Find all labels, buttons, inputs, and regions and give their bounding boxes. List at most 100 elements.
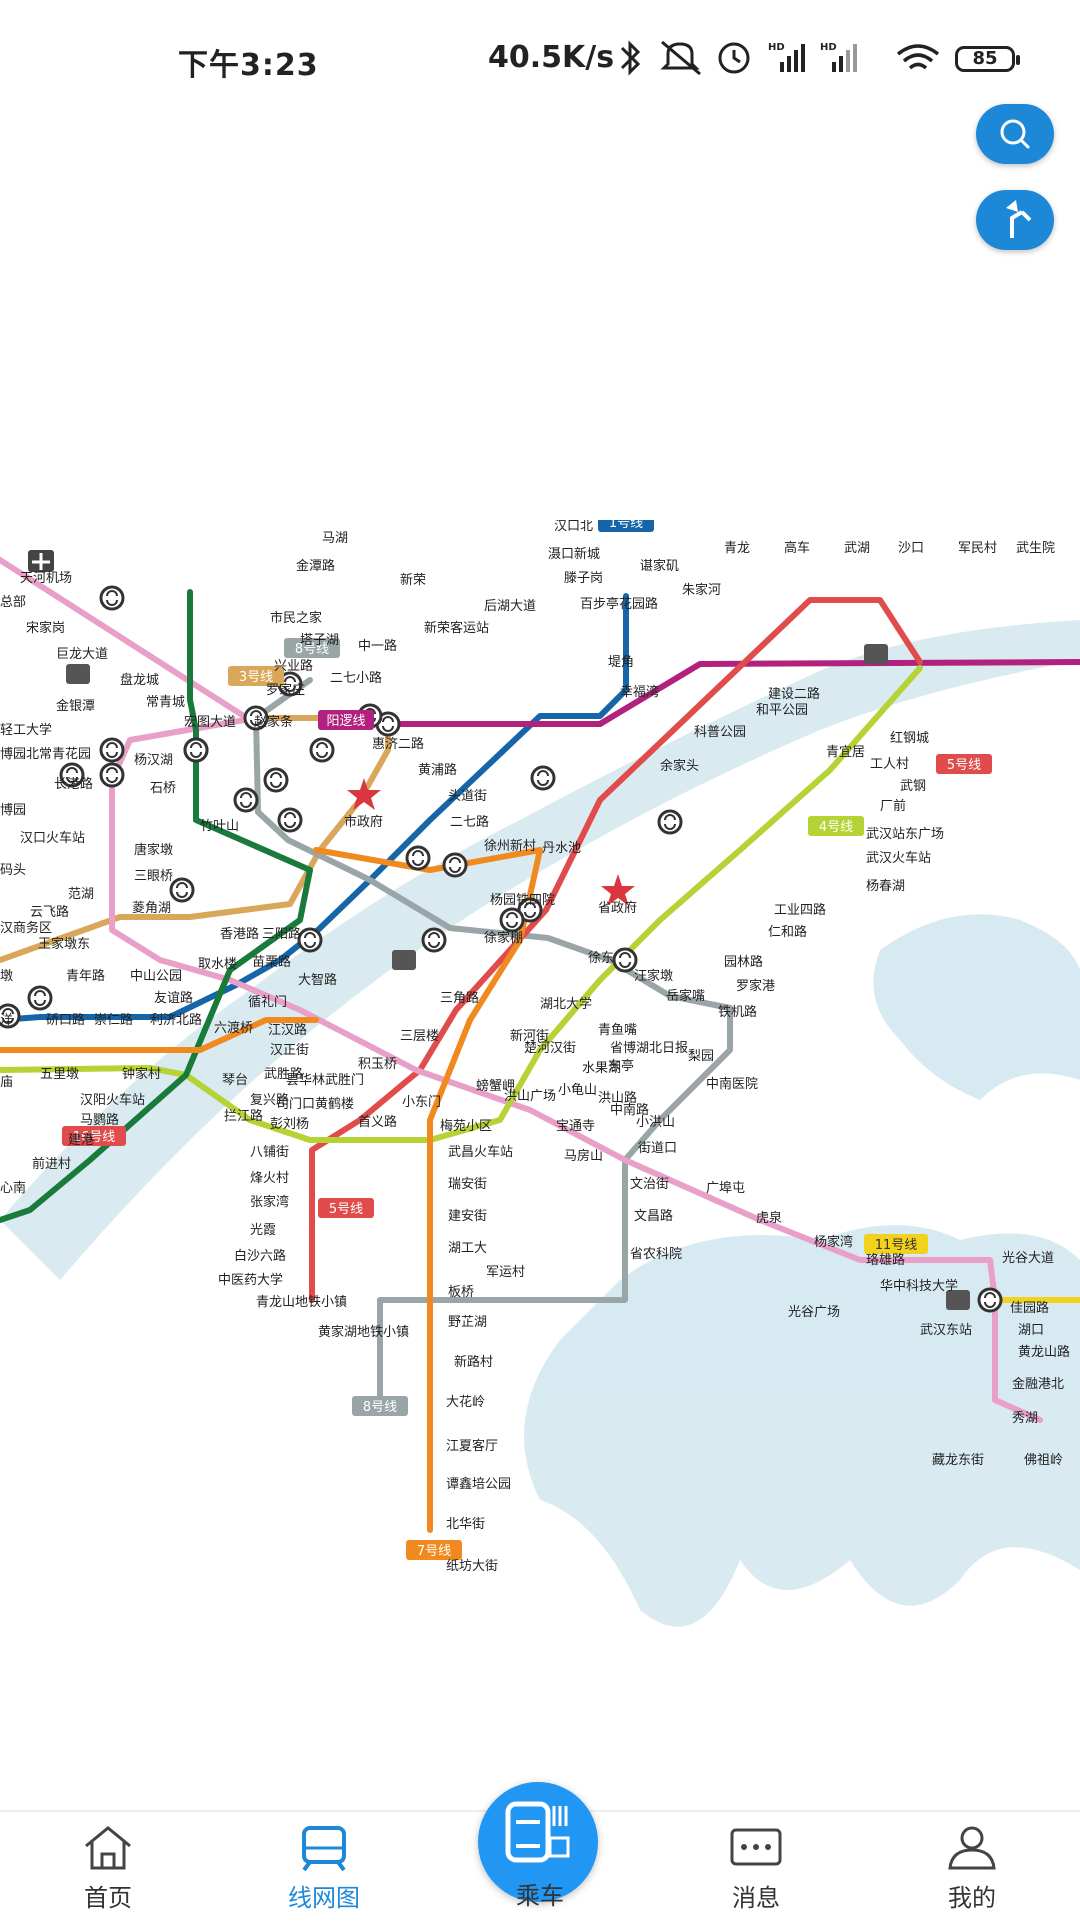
station-label[interactable]: 和平公园: [756, 703, 808, 718]
station-label[interactable]: 湖北大学: [540, 996, 592, 1012]
station-label[interactable]: 小龟山: [558, 1083, 597, 1098]
transfer-station-icon[interactable]: [309, 737, 335, 763]
line-badge[interactable]: 阳逻线: [318, 710, 374, 730]
station-label[interactable]: 马房山: [564, 1148, 603, 1164]
station-label[interactable]: 杨家湾: [814, 1234, 853, 1250]
station-label[interactable]: 堤角: [608, 655, 634, 670]
station-label[interactable]: 复兴路: [250, 1092, 289, 1108]
station-label[interactable]: 北华街: [446, 1517, 485, 1532]
station-label[interactable]: 兴业路: [274, 658, 313, 674]
station-label[interactable]: 野芷湖: [448, 1314, 487, 1330]
station-label[interactable]: 罗家庄: [266, 682, 305, 698]
station-label[interactable]: 徐东: [588, 951, 614, 966]
station-label[interactable]: 小东门: [402, 1095, 441, 1110]
station-label[interactable]: 佛祖岭: [1024, 1453, 1063, 1468]
station-label[interactable]: 沙口: [898, 541, 924, 556]
station-label[interactable]: 天河机场: [20, 571, 72, 586]
line-badge[interactable]: 3号线: [228, 666, 284, 686]
station-label[interactable]: 博园: [0, 803, 26, 818]
transfer-station-icon[interactable]: [243, 705, 269, 731]
station-label[interactable]: 钟家村: [122, 1066, 161, 1082]
station-label[interactable]: 金银潭: [56, 698, 95, 714]
station-label[interactable]: 武汉站东广场: [866, 827, 944, 842]
station-label[interactable]: 黄家湖地铁小镇: [318, 1324, 409, 1340]
transfer-station-icon[interactable]: [233, 787, 259, 813]
station-label[interactable]: 宋家岗: [26, 620, 65, 636]
station-label[interactable]: 范湖: [68, 887, 94, 902]
station-label[interactable]: 汪家墩: [634, 968, 673, 984]
station-label[interactable]: 宏图大道: [184, 715, 236, 730]
station-label[interactable]: 螃蟹岬: [476, 1078, 515, 1094]
station-label[interactable]: 徐家棚: [484, 930, 523, 946]
station-label[interactable]: 青龙山地铁小镇: [256, 1295, 347, 1310]
station-label[interactable]: 青龙: [724, 541, 750, 556]
station-label[interactable]: 轻工大学: [0, 722, 52, 738]
station-label[interactable]: 省农科院: [630, 1247, 682, 1262]
tab-profile[interactable]: 我的: [902, 1812, 1042, 1922]
transfer-station-icon[interactable]: [405, 845, 431, 871]
transfer-station-icon[interactable]: [530, 765, 556, 791]
transfer-station-icon[interactable]: [977, 1287, 1003, 1313]
station-label[interactable]: 洪山广场: [504, 1089, 556, 1104]
transfer-station-icon[interactable]: [657, 809, 683, 835]
station-label[interactable]: 巨龙大道: [56, 647, 108, 662]
transfer-station-icon[interactable]: [0, 1003, 21, 1029]
station-label[interactable]: 昙华林武胜门: [286, 1073, 364, 1088]
station-label[interactable]: 工业四路: [774, 902, 826, 918]
transfer-station-icon[interactable]: [442, 852, 468, 878]
station-label[interactable]: 杨园铁四院: [490, 893, 555, 908]
station-label[interactable]: 彭刘杨: [270, 1117, 309, 1132]
station-label[interactable]: 长港路: [54, 776, 93, 792]
station-label[interactable]: 循礼门: [248, 994, 287, 1010]
station-label[interactable]: 烽火村: [250, 1171, 289, 1186]
station-label[interactable]: 三阳路: [262, 926, 301, 942]
station-label[interactable]: 金融港北: [1012, 1376, 1064, 1392]
station-label[interactable]: 三层楼: [400, 1029, 439, 1044]
station-label[interactable]: 墩: [0, 969, 13, 984]
station-label[interactable]: 码头: [0, 863, 26, 878]
station-label[interactable]: 友谊路: [154, 990, 193, 1006]
station-label[interactable]: 杨汉湖: [134, 753, 173, 768]
station-label[interactable]: 头道街: [448, 789, 487, 804]
station-label[interactable]: 街道口: [638, 1141, 677, 1156]
transfer-station-icon[interactable]: [421, 927, 447, 953]
station-label[interactable]: 科普公园: [694, 725, 746, 740]
station-label[interactable]: 香港路: [220, 926, 259, 942]
station-label[interactable]: 厂前: [880, 798, 906, 814]
station-label[interactable]: 六渡桥: [214, 1020, 253, 1036]
station-label[interactable]: 新河街: [510, 1028, 549, 1044]
line-badge[interactable]: 1号线: [598, 520, 654, 532]
station-label[interactable]: 惠济二路: [372, 736, 424, 752]
station-label[interactable]: 武生院: [1016, 541, 1055, 556]
station-label[interactable]: 军民村: [958, 541, 997, 556]
transfer-station-icon[interactable]: [59, 762, 85, 788]
station-label[interactable]: 白沙六路: [234, 1248, 286, 1264]
station-label[interactable]: 五里墩: [40, 1067, 79, 1082]
station-label[interactable]: 中南路: [610, 1102, 649, 1118]
tab-messages[interactable]: 消息: [686, 1812, 826, 1922]
station-label[interactable]: 大智路: [298, 972, 337, 988]
station-label[interactable]: 大花岭: [446, 1394, 485, 1410]
station-label[interactable]: 菱角湖: [132, 901, 171, 916]
station-label[interactable]: 武汉火车站: [866, 850, 931, 866]
station-label[interactable]: 积玉桥: [358, 1057, 397, 1072]
station-label[interactable]: 前进村: [32, 1156, 71, 1172]
station-label[interactable]: 洋: [0, 1013, 13, 1028]
station-label[interactable]: 中医药大学: [218, 1272, 283, 1288]
station-label[interactable]: 中一路: [358, 638, 397, 654]
station-label[interactable]: 汉阳火车站: [80, 1092, 145, 1108]
station-label[interactable]: 宝通寺: [556, 1119, 595, 1134]
transfer-station-icon[interactable]: [183, 737, 209, 763]
station-label[interactable]: 崇仁路: [94, 1012, 133, 1028]
station-label[interactable]: 广埠屯: [706, 1181, 745, 1196]
station-label[interactable]: 市民之家: [270, 610, 322, 626]
station-label[interactable]: 中山公园: [130, 969, 182, 984]
station-label[interactable]: 二七小路: [330, 670, 382, 686]
ride-button[interactable]: [478, 1782, 598, 1902]
station-label[interactable]: 楚河汉街: [524, 1041, 576, 1056]
station-label[interactable]: 仁和路: [768, 924, 807, 940]
station-label[interactable]: 利济北路: [150, 1012, 202, 1028]
station-label[interactable]: 建安街: [448, 1209, 487, 1224]
station-label[interactable]: 王家墩东: [38, 936, 90, 952]
transfer-station-icon[interactable]: [297, 927, 323, 953]
